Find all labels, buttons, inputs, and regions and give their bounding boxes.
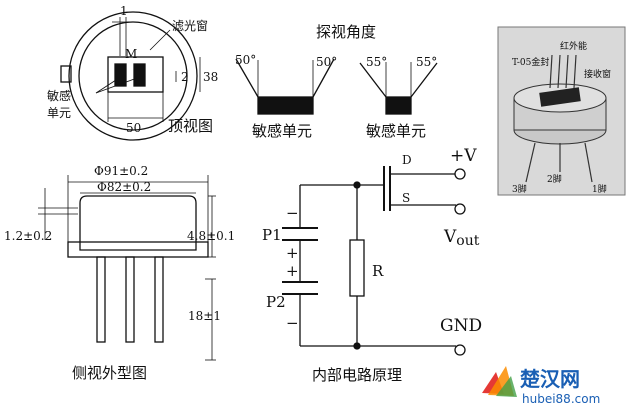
vplus-label: +V — [450, 146, 477, 166]
left-element-label: 敏感单元 — [252, 122, 312, 140]
can-outline — [68, 11, 198, 141]
sensor-photo — [497, 26, 626, 196]
element-left — [114, 63, 127, 87]
p1-plus: + — [286, 244, 299, 262]
watermark-cn: 楚汉网 — [520, 367, 580, 391]
dim-2-label: 2 — [181, 70, 189, 84]
view-angle-left — [235, 58, 335, 115]
left-angle-b: 50° — [316, 55, 337, 69]
dim-18-label: 18±1 — [188, 309, 221, 323]
tab — [60, 65, 72, 83]
drain-label: D — [402, 153, 412, 167]
source-label: S — [402, 191, 410, 205]
filter-window — [107, 56, 164, 93]
side-view — [38, 175, 216, 361]
pin-right — [154, 256, 164, 343]
resistor-label: R — [372, 262, 384, 280]
left-angle-a: 50° — [235, 53, 256, 67]
right-angle-a: 55° — [366, 55, 387, 69]
view-angle-right — [359, 62, 438, 115]
pin-left — [96, 256, 106, 343]
p2-minus: − — [286, 314, 299, 332]
photo-window — [539, 87, 581, 107]
vout-label: Vout — [443, 227, 480, 249]
watermark-url: hubei88.com — [522, 392, 600, 406]
pin-middle — [125, 256, 135, 343]
terminal-gnd — [454, 344, 466, 356]
terminal-vplus — [454, 168, 466, 180]
pin3-label: 3脚 — [512, 184, 527, 195]
element-label-1: 敏感 — [47, 88, 71, 103]
dim-48-label: 4.8±0.1 — [187, 229, 235, 243]
can-body — [79, 195, 197, 251]
dim-50-label: 50 — [126, 121, 141, 135]
element-right — [133, 63, 146, 87]
circuit — [282, 166, 466, 356]
m-label: M — [125, 47, 137, 61]
p2-label: P2 — [266, 293, 286, 311]
resistor — [349, 239, 365, 297]
pin2-label: 2脚 — [547, 174, 562, 185]
top-view-caption: 顶视图 — [168, 117, 213, 135]
terminal-vout — [454, 203, 466, 215]
window-label: 接收窗 — [584, 68, 611, 80]
view-angle-title: 探视角度 — [316, 23, 376, 41]
can-flange — [67, 241, 209, 258]
can-label: T-05金封 — [512, 56, 549, 68]
filter-window-label: 滤光窗 — [172, 19, 208, 33]
gnd-label: GND — [440, 316, 482, 336]
dim-1-label: 1 — [120, 4, 128, 18]
circuit-caption: 内部电路原理 — [312, 366, 402, 384]
element-label-2: 单元 — [47, 106, 71, 120]
right-element-label: 敏感单元 — [366, 122, 426, 140]
site-logo — [482, 366, 517, 397]
top-view — [60, 11, 201, 141]
element-leader — [95, 79, 117, 94]
side-view-caption: 侧视外型图 — [72, 364, 147, 382]
p1-label: P1 — [262, 226, 282, 244]
pin1-label: 1脚 — [592, 184, 607, 195]
dim-82-label: Φ82±0.2 — [97, 180, 151, 194]
p2-plus: + — [286, 262, 299, 280]
ir-label: 红外能 — [560, 40, 587, 52]
dim-91-label: Φ91±0.2 — [94, 164, 148, 178]
can-inner-ring — [78, 21, 188, 131]
dim-38-label: 38 — [203, 70, 218, 84]
right-angle-b: 55° — [416, 55, 437, 69]
dim-12-label: 1.2±0.2 — [4, 229, 52, 243]
p1-minus: − — [286, 204, 299, 222]
filter-leader — [149, 29, 171, 51]
